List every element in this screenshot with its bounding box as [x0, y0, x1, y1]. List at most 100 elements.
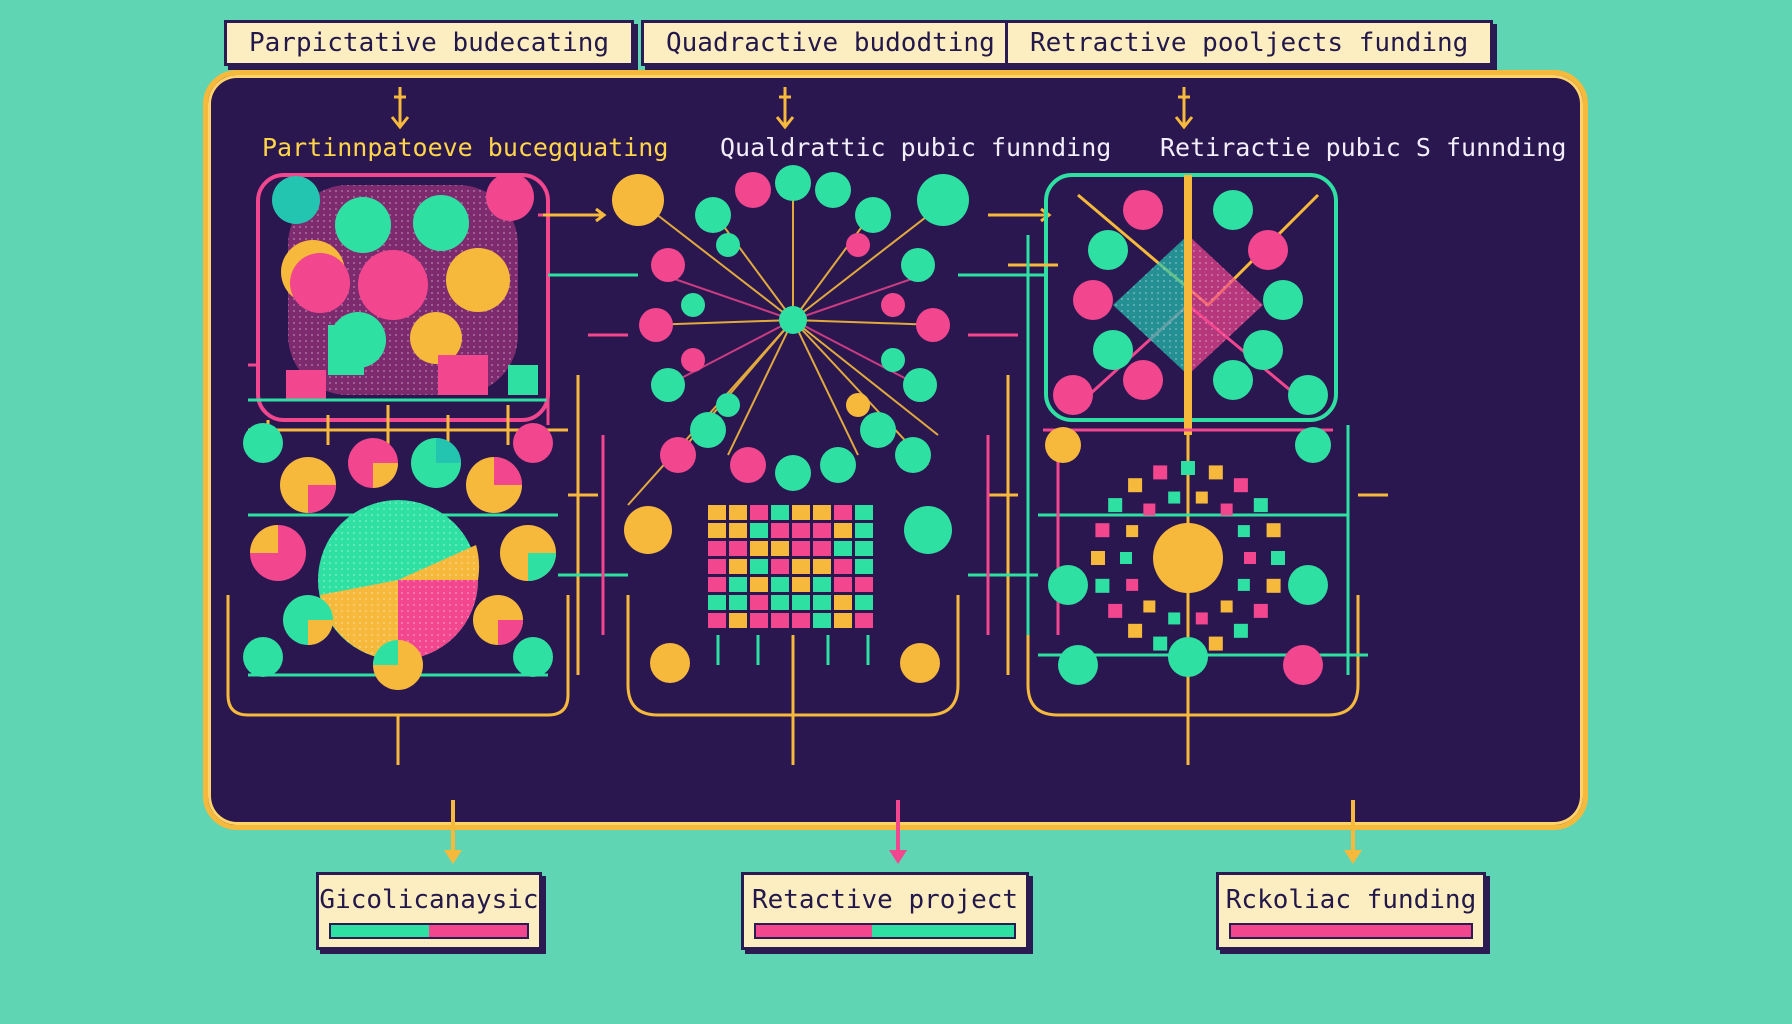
heat-grid-cell [813, 577, 831, 592]
heat-grid-cell [813, 613, 831, 628]
bottom-card-left-label: Gicolicanaysic [319, 885, 539, 915]
heat-grid-cell [813, 595, 831, 610]
ring-node [1128, 623, 1143, 638]
heat-grid-cell [813, 541, 831, 556]
heat-grid-cell [834, 613, 852, 628]
heat-grid-cell [855, 559, 873, 574]
ring-node [1153, 636, 1168, 651]
heat-grid-cell [750, 577, 768, 592]
ring-node [1195, 491, 1208, 504]
heat-grid-cell [771, 505, 789, 520]
heat-grid-cell [792, 577, 810, 592]
heat-grid-cell [708, 613, 726, 628]
bottom-card-center-bar [754, 923, 1016, 939]
heat-grid-cell [750, 505, 768, 520]
arrow-head-left [444, 850, 462, 864]
bottom-card-right: Rckoliac funding [1216, 872, 1486, 950]
arrow-head-center [889, 850, 907, 864]
bottom-card-right-bar [1229, 923, 1473, 939]
heat-grid-cell [708, 577, 726, 592]
bottom-card-left-bar [329, 923, 529, 939]
ring-node [1168, 491, 1181, 504]
section-title-left: Partinnpatoeve bucegquating [262, 133, 669, 162]
heat-grid-cell [813, 505, 831, 520]
heat-grid-cell [834, 577, 852, 592]
ring-node [1253, 603, 1268, 618]
heat-grid-cell [771, 613, 789, 628]
arrow-to-right-card [1351, 800, 1355, 852]
heat-grid-cell [792, 541, 810, 556]
ring-node [1253, 498, 1268, 513]
ring-node [1108, 603, 1123, 618]
ring-node [1143, 503, 1156, 516]
ring-node [1143, 600, 1156, 613]
ring-node [1266, 523, 1281, 538]
heat-grid-cell [771, 577, 789, 592]
bottom-card-center: Retactive project [741, 872, 1029, 950]
ring-node [1220, 600, 1233, 613]
bottom-card-center-bar-rest [872, 925, 1014, 937]
top-label-participative-budgeting: Parpictative budecating [224, 20, 635, 66]
heat-grid-cell [855, 613, 873, 628]
bottom-card-center-bar-fill [756, 925, 873, 937]
center-section-graphic [543, 165, 1052, 765]
heat-grid-cell [771, 595, 789, 610]
heat-grid-cell [792, 505, 810, 520]
ring-node [1168, 612, 1181, 625]
ring-node [1208, 465, 1223, 480]
heat-grid-cell [729, 577, 747, 592]
heat-grid-cell [750, 613, 768, 628]
heat-grid-cell [855, 595, 873, 610]
heat-grid-cell [813, 523, 831, 538]
ring-node [1091, 551, 1105, 565]
ring-node [1220, 503, 1233, 516]
ring-node [1120, 552, 1132, 564]
ring-node [1271, 551, 1285, 565]
ring-node [1195, 612, 1208, 625]
main-panel [203, 70, 1588, 830]
ring-node [1108, 498, 1123, 513]
arrow-to-center-card [896, 800, 900, 852]
ring-node [1095, 523, 1110, 538]
ring-node [1233, 623, 1248, 638]
section-title-center: Qualdrattic pubic funnding [720, 133, 1112, 162]
heat-grid-cell [813, 559, 831, 574]
ring-node [1237, 578, 1250, 591]
ring-node [1233, 478, 1248, 493]
top-label-quadratic-budgeting: Quadractive budodting [641, 20, 1020, 66]
ring-node [1266, 578, 1281, 593]
ring-node [1126, 578, 1139, 591]
heat-grid-cell [855, 523, 873, 538]
heat-grid-cell [750, 523, 768, 538]
bottom-card-left-bar-rest [429, 925, 527, 937]
heat-grid-cell [834, 559, 852, 574]
right-section-graphic [1008, 173, 1388, 765]
heat-grid-cell [792, 523, 810, 538]
heat-grid-cell [750, 541, 768, 556]
heat-grid-cell [708, 505, 726, 520]
heat-grid-cell [792, 595, 810, 610]
heat-grid-cell [708, 595, 726, 610]
heat-grid-cell [729, 505, 747, 520]
heat-grid-cell [729, 613, 747, 628]
top-connector-arrows [390, 87, 1194, 130]
bottom-card-left-bar-fill [331, 925, 429, 937]
heat-grid-cell [855, 577, 873, 592]
heat-grid-cell [834, 595, 852, 610]
heat-grid-cell [834, 541, 852, 556]
ring-node [1095, 578, 1110, 593]
arrow-head-right [1344, 850, 1362, 864]
heat-grid-cell [729, 595, 747, 610]
heat-grid-cell [708, 541, 726, 556]
arrow-to-left-card [451, 800, 455, 852]
heat-grid-cell [708, 523, 726, 538]
bottom-card-left: Gicolicanaysic [316, 872, 542, 950]
heat-grid-cell [855, 541, 873, 556]
heat-grid-cell [771, 541, 789, 556]
ring-node [1181, 461, 1195, 475]
ring-node [1126, 525, 1139, 538]
ring-node [1237, 525, 1250, 538]
ring-node [1208, 636, 1223, 651]
heat-grid-cell [834, 523, 852, 538]
ring-node [1153, 465, 1168, 480]
